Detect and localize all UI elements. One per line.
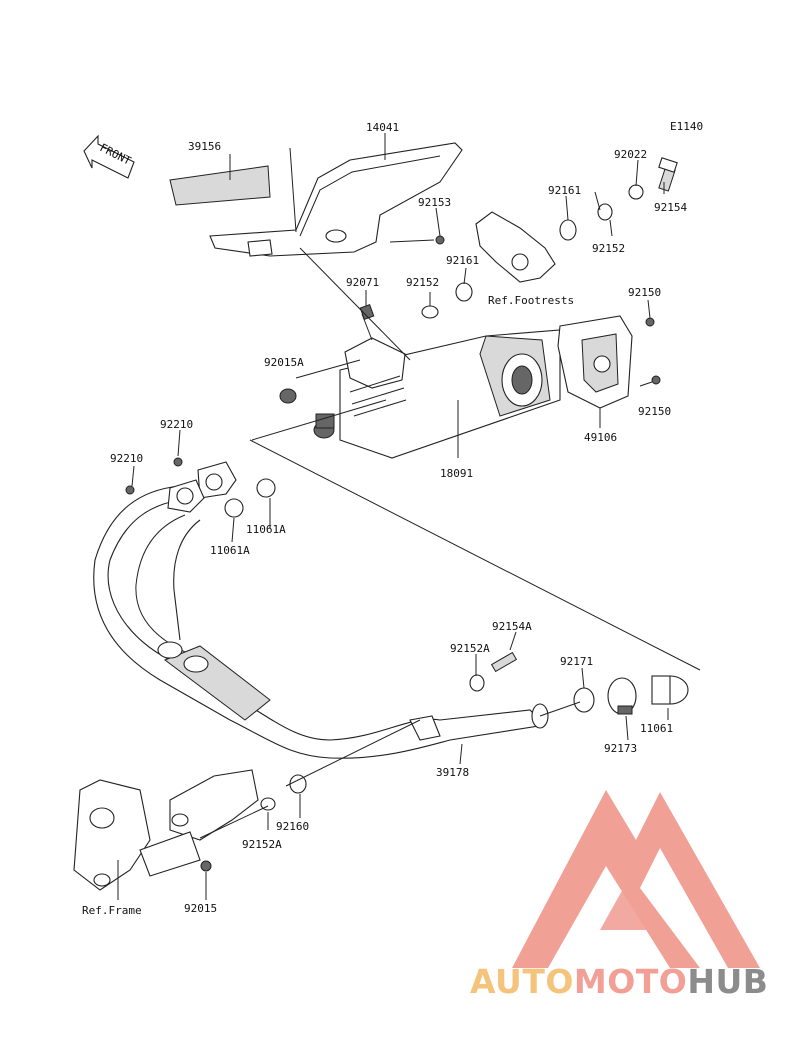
collar-92152A-bot xyxy=(260,797,276,811)
nut-92210-b xyxy=(125,485,135,495)
gasket-11061A-r xyxy=(256,478,276,498)
label-92152A-top: 92152A xyxy=(450,642,490,655)
collar-92152-top xyxy=(597,203,613,221)
watermark-word-auto: AUTO xyxy=(470,962,574,1001)
gasket-11061 xyxy=(651,675,689,705)
clamp-92173 xyxy=(607,677,637,715)
nut-92210-a xyxy=(173,457,183,467)
heat-pad-39156 xyxy=(169,154,271,206)
label-92150-bot: 92150 xyxy=(638,405,671,418)
muffler-cover-14041 xyxy=(209,133,463,257)
washer-92022 xyxy=(628,184,644,200)
collar-92152A-top xyxy=(469,674,485,692)
part-labels: E1140 39156 14041 92022 92161 92153 9215… xyxy=(82,120,703,917)
leader-lines xyxy=(117,159,701,900)
label-92173: 92173 xyxy=(604,742,637,755)
gasket-11061A-l xyxy=(224,498,244,518)
damper-92161-mid xyxy=(455,282,473,302)
label-39156: 39156 xyxy=(188,140,221,153)
bolt-92150-bot xyxy=(651,375,661,385)
label-92152-top: 92152 xyxy=(592,242,625,255)
label-92152A-bot: 92152A xyxy=(242,838,282,851)
collar-92152-mid xyxy=(421,305,439,319)
label-92161-top: 92161 xyxy=(548,184,581,197)
label-11061A-left: 11061A xyxy=(210,544,250,557)
label-14041: 14041 xyxy=(366,121,399,134)
label-92015A: 92015A xyxy=(264,356,304,369)
label-92210-b: 92210 xyxy=(110,452,143,465)
label-92210-a: 92210 xyxy=(160,418,193,431)
label-92171: 92171 xyxy=(560,655,593,668)
label-11061: 11061 xyxy=(640,722,673,735)
watermark-word-moto: MOTO xyxy=(573,962,688,1001)
exhaust-pipe xyxy=(93,485,549,759)
label-39178: 39178 xyxy=(436,766,469,779)
label-92152-mid: 92152 xyxy=(406,276,439,289)
bolt-92150-top xyxy=(645,317,655,327)
muffler-18091 xyxy=(313,313,561,459)
damper-92161-top xyxy=(559,219,577,241)
exhaust-flanges xyxy=(167,461,237,513)
label-92015: 92015 xyxy=(184,902,217,915)
label-18091: 18091 xyxy=(440,467,473,480)
label-49106: 49106 xyxy=(584,431,617,444)
label-92154A: 92154A xyxy=(492,620,532,633)
watermark-word-hub: HUB xyxy=(687,962,769,1001)
label-92161-mid: 92161 xyxy=(446,254,479,267)
watermark-wordmark: AUTOMOTOHUB xyxy=(470,962,795,1002)
label-92154: 92154 xyxy=(654,201,687,214)
label-92153: 92153 xyxy=(418,196,451,209)
label-92071: 92071 xyxy=(346,276,379,289)
end-cap-49106 xyxy=(557,315,633,409)
frame-bracket xyxy=(73,769,259,891)
clamp-92171 xyxy=(573,687,595,713)
front-arrow-icon: FRONT xyxy=(83,134,135,179)
nut-92015 xyxy=(200,860,212,872)
diagram-code: E1140 xyxy=(670,120,703,133)
ref-footrests: Ref.Footrests xyxy=(488,294,574,307)
label-92022: 92022 xyxy=(614,148,647,161)
label-92160: 92160 xyxy=(276,820,309,833)
label-92150-top: 92150 xyxy=(628,286,661,299)
bolt-92154 xyxy=(658,157,678,192)
nut-92153 xyxy=(435,235,445,245)
watermark-logo-icon xyxy=(512,790,760,968)
label-11061A-right: 11061A xyxy=(246,523,286,536)
bolt-92154A xyxy=(490,651,518,673)
nut-92015A xyxy=(279,388,297,404)
ref-frame: Ref.Frame xyxy=(82,904,142,917)
footrest-bracket xyxy=(475,211,556,283)
